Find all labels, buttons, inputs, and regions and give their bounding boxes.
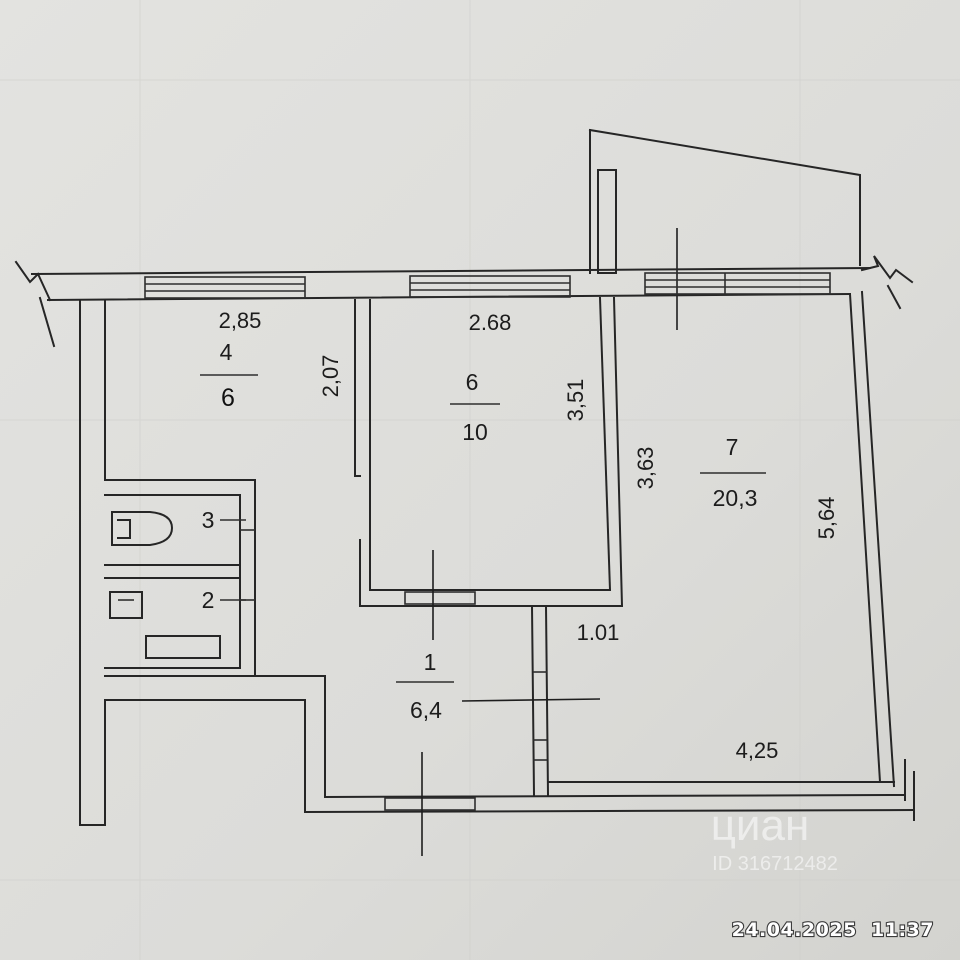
room-7-number: 7 <box>726 434 739 460</box>
room-2-number: 2 <box>202 587 215 613</box>
room-7-door-marker <box>461 698 601 702</box>
room-7-depth-label: 5,64 <box>814 497 839 540</box>
bottom-right-break-symbol <box>904 759 915 821</box>
room-1-number: 1 <box>424 649 437 675</box>
entrance-door <box>384 797 476 811</box>
room-4-depth-label: 2,07 <box>318 355 343 398</box>
toilet-icon <box>111 511 174 546</box>
window-room-6 <box>409 275 571 298</box>
room-7-area: 20,3 <box>713 485 758 511</box>
right-outer-wall <box>848 290 896 788</box>
room-4-width-label: 2,85 <box>219 308 262 333</box>
window-room-4 <box>144 276 306 299</box>
watermark-brand: циан <box>711 801 810 850</box>
room-6-door <box>404 591 476 605</box>
right-break-symbol <box>860 255 914 310</box>
room-6-depth-label: 3,51 <box>563 379 588 422</box>
room-6-width-label: 2.68 <box>469 310 512 335</box>
photo-timestamp: 24.04.2025 11:37 <box>732 919 934 941</box>
left-outer-wall <box>79 299 106 826</box>
sink-icon <box>109 591 143 619</box>
window-room-7 <box>644 272 831 295</box>
room-6-walls <box>359 296 624 608</box>
room-7-width-label: 4,25 <box>736 738 779 763</box>
bathroom-walls <box>104 479 326 813</box>
room-4-area: 6 <box>221 384 235 412</box>
partition-room4-room6 <box>354 299 371 607</box>
room-7-partition-label: 3,63 <box>633 447 658 490</box>
bathtub-icon <box>145 635 221 659</box>
room-1-area: 6,4 <box>410 697 442 723</box>
room-6-number: 6 <box>466 369 479 395</box>
watermark-id: ID 316712482 <box>712 853 838 875</box>
room-6-area: 10 <box>462 419 488 445</box>
corridor-width-label: 1.01 <box>577 620 620 645</box>
room-4-number: 4 <box>220 339 233 365</box>
room-3-number: 3 <box>202 507 215 533</box>
left-break-symbol <box>14 260 56 348</box>
balcony <box>588 128 861 274</box>
